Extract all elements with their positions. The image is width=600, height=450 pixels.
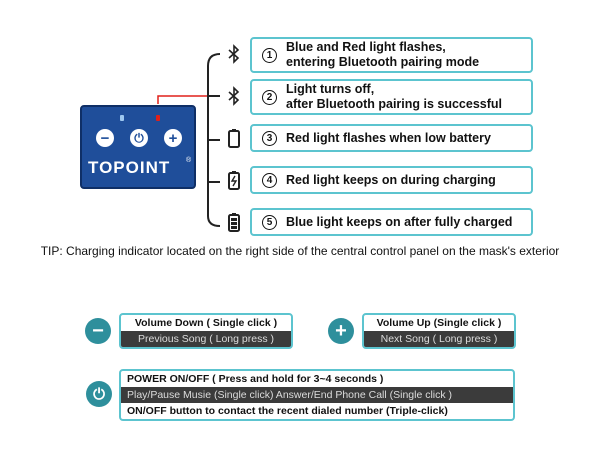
bluetooth-icon [228, 86, 240, 106]
connector-lines [157, 53, 221, 227]
tip-text: TIP: Charging indicator located on the r… [40, 244, 560, 258]
power-box: POWER ON/OFF ( Press and hold for 3~4 se… [119, 369, 515, 421]
battery-full-icon [228, 213, 240, 232]
indicator-text: Blue and Red light flashes, [286, 40, 446, 54]
step-number: 4 [262, 172, 277, 188]
indicator-row: 4 Red light keeps on during charging [250, 166, 533, 194]
power-icon[interactable]: ⏻ [130, 129, 148, 147]
battery-low-icon [228, 129, 240, 148]
step-number: 1 [262, 47, 277, 63]
bluetooth-icon [228, 44, 240, 64]
indicator-row: 1 Blue and Red light flashes, entering B… [250, 37, 533, 73]
blue-led [120, 115, 124, 121]
volume-down-box: Volume Down ( Single click ) Previous So… [119, 313, 293, 349]
indicator-row: 2 Light turns off, after Bluetooth pairi… [250, 79, 533, 115]
indicator-text: Red light keeps on during charging [286, 172, 496, 187]
previous-song-label: Previous Song ( Long press ) [121, 331, 291, 347]
brand-logo: TOPOINT [88, 158, 171, 177]
power-on-off-label: POWER ON/OFF ( Press and hold for 3~4 se… [127, 373, 384, 385]
plus-icon: + [328, 318, 354, 344]
control-panel: − ⏻ + TOPOINT ® [80, 105, 196, 189]
step-number: 5 [262, 214, 277, 230]
indicator-text: Blue light keeps on after fully charged [286, 214, 513, 229]
indicator-row: 5 Blue light keeps on after fully charge… [250, 208, 533, 236]
power-icon: ⏻ [86, 381, 112, 407]
registered-mark: ® [186, 157, 192, 164]
red-led [156, 115, 160, 121]
battery-charging-icon [228, 171, 240, 190]
indicator-text: after Bluetooth pairing is successful [286, 97, 503, 111]
step-number: 3 [262, 130, 277, 146]
volume-up-label: Volume Up (Single click ) [376, 317, 502, 329]
minus-icon[interactable]: − [96, 129, 114, 147]
indicator-row: 3 Red light flashes when low battery [250, 124, 533, 152]
redial-label: ON/OFF button to contact the recent dial… [127, 405, 448, 417]
indicator-text: entering Bluetooth pairing mode [286, 55, 480, 69]
minus-icon: − [85, 318, 111, 344]
plus-icon[interactable]: + [164, 129, 182, 147]
volume-down-label: Volume Down ( Single click ) [134, 317, 278, 329]
step-number: 2 [262, 89, 277, 105]
volume-up-box: Volume Up (Single click ) Next Song ( Lo… [362, 313, 516, 349]
indicator-text: Red light flashes when low battery [286, 130, 491, 145]
indicator-text: Light turns off, [286, 82, 375, 96]
play-pause-label: Play/Pause Musie (Single click) Answer/E… [121, 387, 513, 403]
next-song-label: Next Song ( Long press ) [364, 331, 514, 347]
